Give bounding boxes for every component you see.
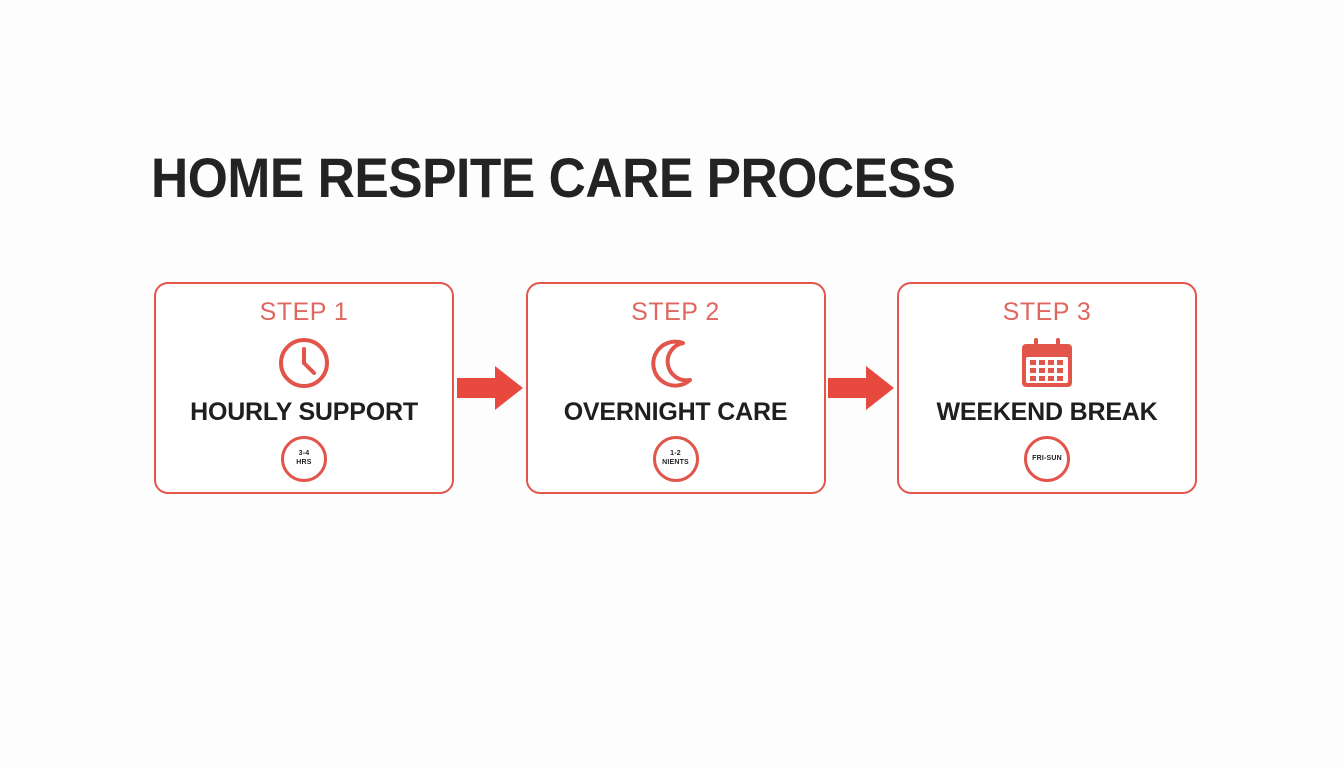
page-title: HOME RESPITE CARE PROCESS — [151, 146, 956, 209]
step-card-2[interactable]: STEP 2 OVERNIGHT CARE 1-2 NIENTS — [525, 282, 826, 494]
calendar-icon — [1017, 336, 1077, 390]
badge-line-1: 1-2 — [670, 450, 681, 458]
arrow-right-icon — [828, 366, 895, 410]
step-title: WEEKEND BREAK — [936, 398, 1158, 426]
duration-badge: FRI-SUN — [1024, 436, 1070, 482]
step-card-3[interactable]: STEP 3 — [897, 282, 1197, 494]
arrow-right-icon — [456, 366, 523, 410]
step-title: OVERNIGHT CARE — [563, 398, 788, 426]
clock-icon — [277, 336, 331, 390]
badge-line-2: HRS — [296, 459, 312, 466]
crescent-moon-icon — [649, 336, 703, 390]
badge-line-1: FRI-SUN — [1032, 454, 1062, 462]
badge-line-2: NIENTS — [662, 459, 689, 466]
duration-badge: 3-4 HRS — [281, 436, 327, 482]
flow-connector-1 — [454, 282, 526, 494]
duration-badge: 1-2 NIENTS — [652, 436, 699, 482]
step-label: STEP 1 — [259, 298, 349, 326]
process-flow: STEP 1 HOURLY SUPPORT 3-4 HRS STEP 2 OVE… — [154, 282, 1197, 494]
flow-connector-2 — [826, 282, 898, 494]
step-label: STEP 2 — [631, 298, 720, 326]
step-title: HOURLY SUPPORT — [190, 398, 418, 426]
step-card-1[interactable]: STEP 1 HOURLY SUPPORT 3-4 HRS — [154, 282, 454, 494]
step-label: STEP 3 — [1002, 298, 1092, 326]
badge-line-1: 3-4 — [298, 450, 310, 458]
